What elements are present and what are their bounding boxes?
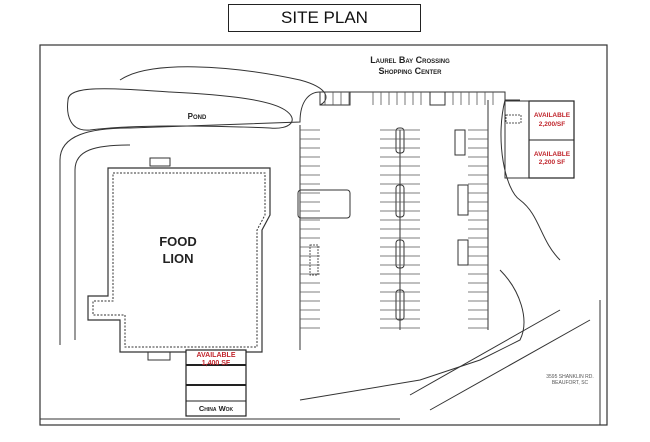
unit-available-2200-b-line1: AVAILABLE xyxy=(534,151,571,158)
access-road-inner xyxy=(74,144,131,340)
china-wok-label: China Wok xyxy=(199,404,234,413)
pond-label: Pond xyxy=(188,112,207,121)
unit-available-1400-line1: AVAILABLE xyxy=(196,352,235,359)
unit-available-2200-b-line2: 2,200 SF xyxy=(539,159,565,166)
pond xyxy=(67,88,293,131)
loading-dock xyxy=(149,157,171,167)
unit-available-2200-a-line2: 2,200/SF xyxy=(539,121,565,128)
center-name-line2: Shopping Center xyxy=(378,66,442,76)
address-line1: 3595 SHANKLIN RD. xyxy=(546,374,594,380)
unit-available-2200-a-line1: AVAILABLE xyxy=(534,112,571,119)
unit-available-1400-line2: 1,400 SF xyxy=(202,360,231,367)
food-lion-building xyxy=(87,167,271,353)
access-road xyxy=(59,91,520,345)
rear-dock xyxy=(147,351,171,361)
parking-stripes xyxy=(300,92,494,329)
parking-lot xyxy=(297,92,601,425)
hatched-area xyxy=(309,244,319,276)
food-lion-label-line2: LION xyxy=(162,251,193,266)
center-name-line1: Laurel Bay Crossing xyxy=(370,55,450,65)
food-lion-label-line1: FOOD xyxy=(159,234,197,249)
inline-shops xyxy=(185,349,247,417)
address-line2: BEAUFORT, SC xyxy=(552,380,589,386)
pond-berm xyxy=(119,66,327,106)
building-hatch xyxy=(92,172,266,348)
plan-frame xyxy=(39,44,608,426)
site-plan-title: SITE PLAN xyxy=(228,4,421,32)
